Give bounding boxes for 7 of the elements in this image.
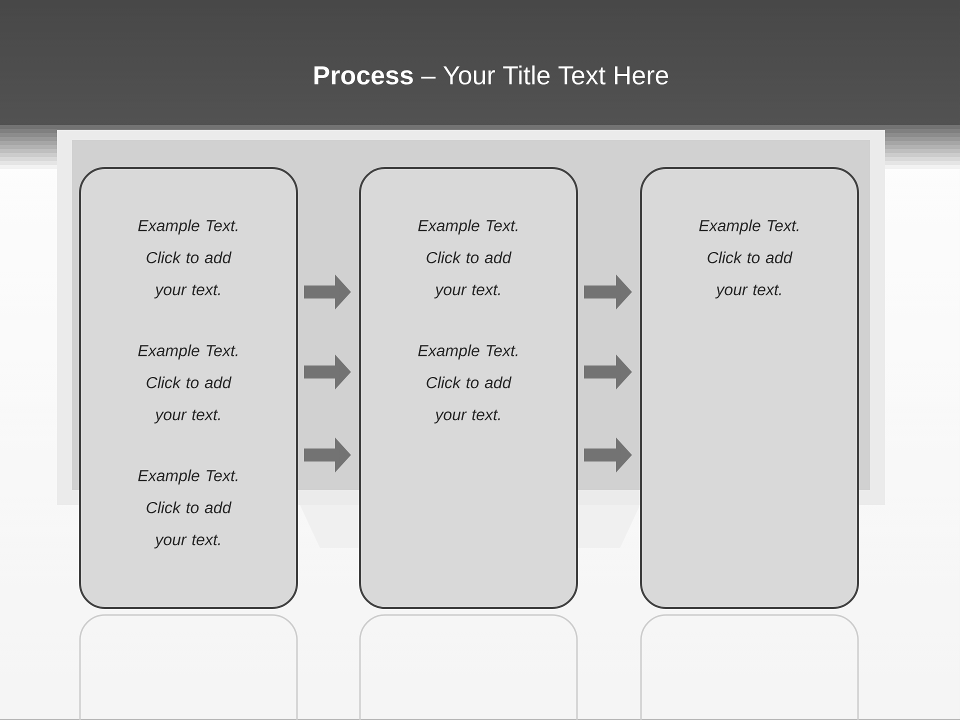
box-text: Example Text. Click to add your text. [138, 470, 238, 548]
box-text: Example Text. Click to add your text. [418, 220, 518, 298]
box-text: Example Text. Click to add your text. [138, 344, 238, 424]
slide-title: Process – Your Title Text Here [314, 65, 668, 85]
box-text: Example Text. Click to add your text. [699, 220, 798, 298]
box-text: Example Text. Click to add your text. [418, 344, 518, 424]
box-text: Example Text. Click to add your text. [138, 220, 238, 298]
